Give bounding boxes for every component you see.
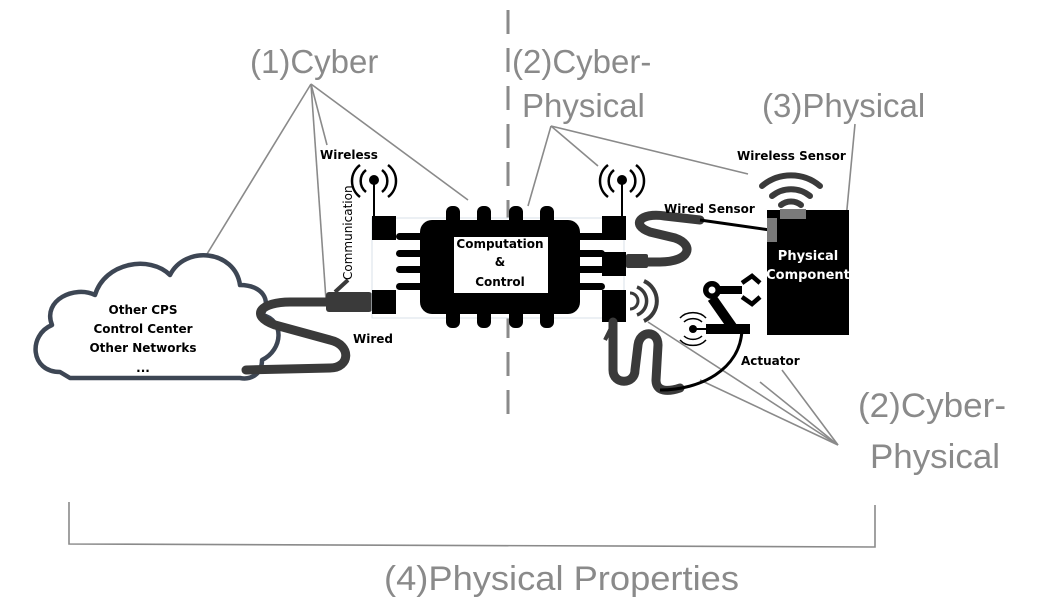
label-cyber-physical-bottom-2: Physical xyxy=(870,438,1000,476)
cyber-physical-top-pointers xyxy=(527,125,749,207)
sensor-mount xyxy=(767,218,777,242)
rj45-plug-icon xyxy=(326,292,372,312)
communication-label: Communication xyxy=(341,185,355,280)
label-physical-properties: (4)Physical Properties xyxy=(384,560,739,598)
wired-sensor-label: Wired Sensor xyxy=(664,202,755,216)
wired-cable xyxy=(241,297,351,375)
physical-component-box xyxy=(767,210,849,335)
actuator-label: Actuator xyxy=(741,354,800,368)
wired-sensor-line xyxy=(699,218,771,232)
physical-properties-bracket xyxy=(68,502,876,548)
computation-label-1: Computation xyxy=(456,237,543,251)
label-cyber-physical-top-1: (2)Cyber- xyxy=(512,43,651,80)
actuator-wire xyxy=(659,329,744,392)
cyber-physical-bottom-pointers xyxy=(647,321,839,446)
cloud-line-2: Control Center xyxy=(93,322,192,336)
right-antenna-icon xyxy=(598,164,646,216)
wired-label: Wired xyxy=(353,332,393,346)
cloud-line-1: Other CPS xyxy=(109,303,178,317)
label-physical: (3)Physical xyxy=(762,87,925,124)
sensor-top xyxy=(780,209,806,219)
actuator-arm-icon xyxy=(679,273,762,347)
wireless-sensor-icon xyxy=(759,172,823,208)
wired-sensor-cable xyxy=(634,210,705,267)
controller-board xyxy=(371,206,626,328)
cloud-icon xyxy=(33,253,281,381)
cyber-pointers xyxy=(195,83,469,301)
physical-component-label-2: Component xyxy=(766,268,850,283)
computation-label-3: Control xyxy=(475,275,525,289)
label-cyber-physical-bottom-1: (2)Cyber- xyxy=(858,387,1006,425)
sensor-plug-icon xyxy=(626,254,648,268)
label-cyber: (1)Cyber xyxy=(250,43,378,80)
wireless-emitter-icon xyxy=(629,279,659,323)
computation-label-2: & xyxy=(495,255,505,269)
physical-component-label-1: Physical xyxy=(778,249,838,264)
cloud-line-3: Other Networks xyxy=(89,341,196,355)
wireless-label: Wireless xyxy=(320,148,378,162)
actuator-cable xyxy=(608,317,685,395)
label-cyber-physical-top-2: Physical xyxy=(522,87,645,124)
wireless-sensor-label: Wireless Sensor xyxy=(737,149,846,163)
left-antenna-icon xyxy=(350,164,398,216)
cloud-line-4: ... xyxy=(136,361,150,375)
